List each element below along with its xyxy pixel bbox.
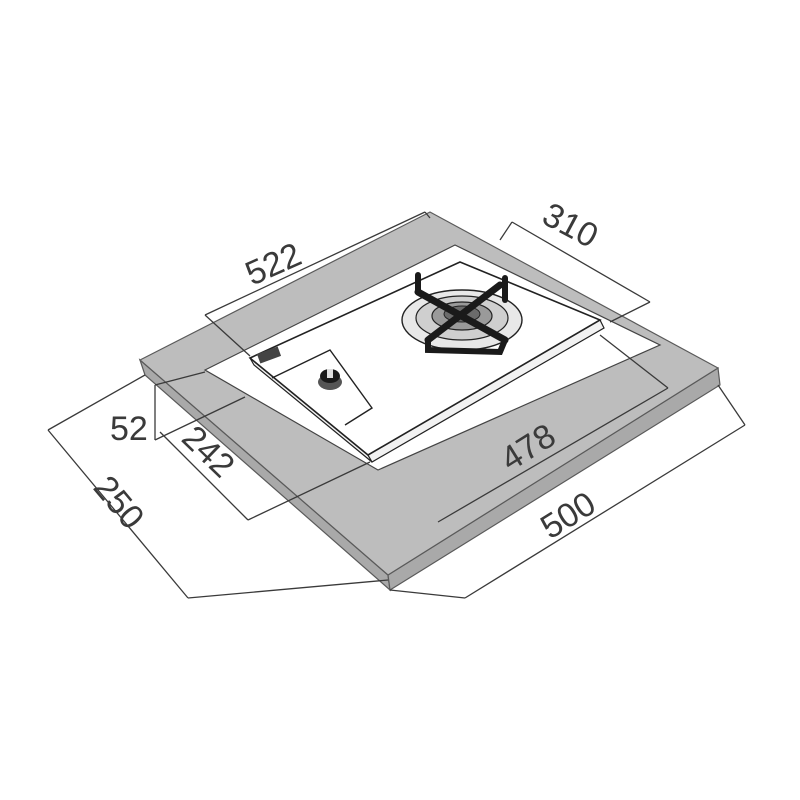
control-panel-outline	[271, 349, 374, 426]
hob-unit	[248, 261, 605, 463]
brand-badge	[256, 346, 282, 364]
dim-offset-front: 52	[110, 410, 148, 448]
dimension-lines	[47, 211, 746, 599]
dim-counter-depth: 250	[86, 469, 152, 537]
control-knob-icon	[318, 369, 342, 390]
pan-support-grate	[414, 272, 509, 356]
dim-top-depth: 310	[536, 196, 604, 256]
